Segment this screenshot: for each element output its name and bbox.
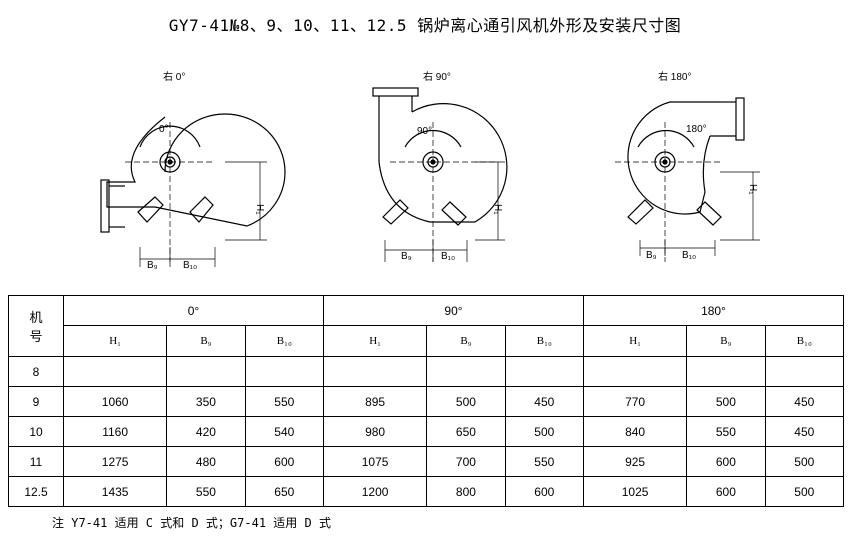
cell: 350	[166, 386, 246, 417]
b9-label: B₉	[147, 260, 158, 271]
h1-label: H₁	[254, 204, 265, 215]
angle-label: 180°	[686, 124, 707, 135]
subheader: H₁	[322, 325, 428, 357]
diagram-label: 右 0°	[163, 70, 185, 83]
cell: 420	[166, 416, 246, 447]
cell: 450	[764, 416, 845, 447]
group-header-90: 90°	[322, 295, 584, 326]
cell	[244, 356, 324, 387]
footnote: 注 Y7-41 适用 C 式和 D 式；G7-41 适用 D 式	[52, 516, 331, 530]
cell	[62, 356, 168, 387]
subheader: B₉	[686, 325, 766, 357]
cell: 1160	[62, 416, 168, 447]
cell: 1435	[62, 476, 168, 507]
b9-label: B₉	[646, 250, 657, 261]
cell: 550	[686, 416, 766, 447]
angle-label: 0°	[159, 124, 169, 135]
cell: 1275	[62, 446, 168, 477]
subheader: H₁	[62, 325, 168, 357]
cell	[504, 356, 584, 387]
diagram-label: 右 180°	[658, 70, 691, 83]
cell: 800	[426, 476, 506, 507]
b10-label: B₁₀	[183, 260, 197, 271]
b10-label: B₁₀	[441, 251, 455, 262]
page-title: GY7-41№8、9、10、11、12.5 锅炉离心通引风机外形及安装尺寸图	[168, 16, 682, 35]
cell: 550	[504, 446, 584, 477]
cell: 925	[582, 446, 688, 477]
cell: 480	[166, 446, 246, 477]
fan-diagram-0: 右 0° 0° H₁ B₉ B₁₀	[100, 70, 286, 271]
row-number: 12.5	[8, 476, 64, 507]
cell	[322, 356, 428, 387]
table-row: 10 1160 420 540 980 650 500 840 550 450	[8, 416, 845, 447]
cell	[426, 356, 506, 387]
cell: 1200	[322, 476, 428, 507]
corner-label: 机 号	[8, 295, 64, 357]
cell: 500	[504, 416, 584, 447]
b9-label: B₉	[401, 251, 412, 262]
corner-text: 机 号	[29, 310, 43, 344]
table-row: 9 1060 350 550 895 500 450 770 500 450	[8, 386, 845, 417]
row-number: 9	[8, 386, 64, 417]
cell: 650	[426, 416, 506, 447]
cell: 600	[244, 446, 324, 477]
b10-label: B₁₀	[682, 250, 696, 261]
cell: 550	[244, 386, 324, 417]
cell: 500	[686, 386, 766, 417]
cell: 450	[504, 386, 584, 417]
group-header-180: 180°	[582, 295, 845, 326]
cell: 1025	[582, 476, 688, 507]
h1-label: H₁	[492, 204, 503, 215]
cell	[764, 356, 845, 387]
cell: 550	[166, 476, 246, 507]
row-number: 11	[8, 446, 64, 477]
h1-label: H₁	[747, 184, 758, 195]
subheader: B₁₀	[764, 325, 845, 357]
cell: 600	[686, 476, 766, 507]
cell	[166, 356, 246, 387]
subheader: B₁₀	[244, 325, 324, 357]
cell: 600	[686, 446, 766, 477]
cell: 1060	[62, 386, 168, 417]
cell: 500	[764, 446, 845, 477]
cell: 1075	[322, 446, 428, 477]
diagram-label: 右 90°	[423, 70, 451, 83]
angle-label: 90°	[417, 126, 432, 137]
cell: 895	[322, 386, 428, 417]
cell	[686, 356, 766, 387]
cell: 650	[244, 476, 324, 507]
row-number: 10	[8, 416, 64, 447]
table-row: 8	[8, 356, 845, 387]
cell: 770	[582, 386, 688, 417]
cell: 840	[582, 416, 688, 447]
table-row: 12.5 1435 550 650 1200 800 600 1025 600 …	[8, 476, 845, 507]
cell: 700	[426, 446, 506, 477]
cell: 450	[764, 386, 845, 417]
cell: 500	[764, 476, 845, 507]
fan-diagram-180: 右 180° 180° H₁ B₉ B₁₀	[615, 70, 760, 262]
table-row: 11 1275 480 600 1075 700 550 925 600 500	[8, 446, 845, 477]
cell: 500	[426, 386, 506, 417]
subheader: H₁	[582, 325, 688, 357]
cell: 540	[244, 416, 324, 447]
subheader: B₉	[166, 325, 246, 357]
subheader: B₉	[426, 325, 506, 357]
group-header-0: 0°	[63, 295, 324, 326]
cell	[582, 356, 688, 387]
cell: 600	[504, 476, 584, 507]
dimensions-table: 机 号 0° 90° 180° H₁ B₉ B₁₀ H₁ B₉ B₁₀ H₁ B…	[8, 295, 845, 507]
cell: 980	[322, 416, 428, 447]
row-number: 8	[8, 356, 64, 387]
subheader: B₁₀	[504, 325, 584, 357]
fan-diagram-90: 右 90° 90° H₁ B₉ B₁₀	[372, 70, 508, 262]
